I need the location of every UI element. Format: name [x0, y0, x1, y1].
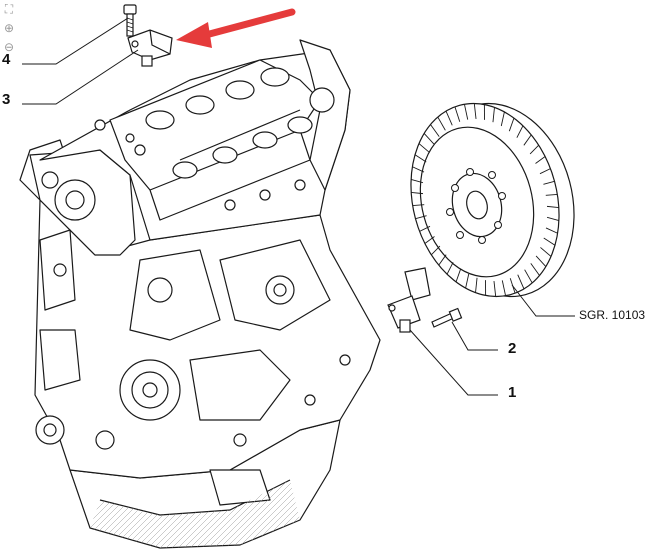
part-4-bolt: [124, 5, 136, 36]
callout-1[interactable]: 1: [508, 384, 516, 401]
part-1-sensor: [388, 268, 430, 332]
callout-2[interactable]: 2: [508, 340, 516, 357]
callout-3[interactable]: 3: [2, 91, 10, 108]
part-3-sensor: [128, 30, 172, 66]
reference-code: SGR. 10103: [579, 308, 645, 322]
fit-page-icon[interactable]: ⛶: [2, 2, 16, 16]
callout-4[interactable]: 4: [2, 51, 10, 68]
zoom-in-icon[interactable]: ⊕: [2, 21, 16, 35]
engine-block: [20, 40, 380, 548]
part-2-bolt: [432, 308, 462, 327]
red-arrow: [176, 12, 292, 48]
